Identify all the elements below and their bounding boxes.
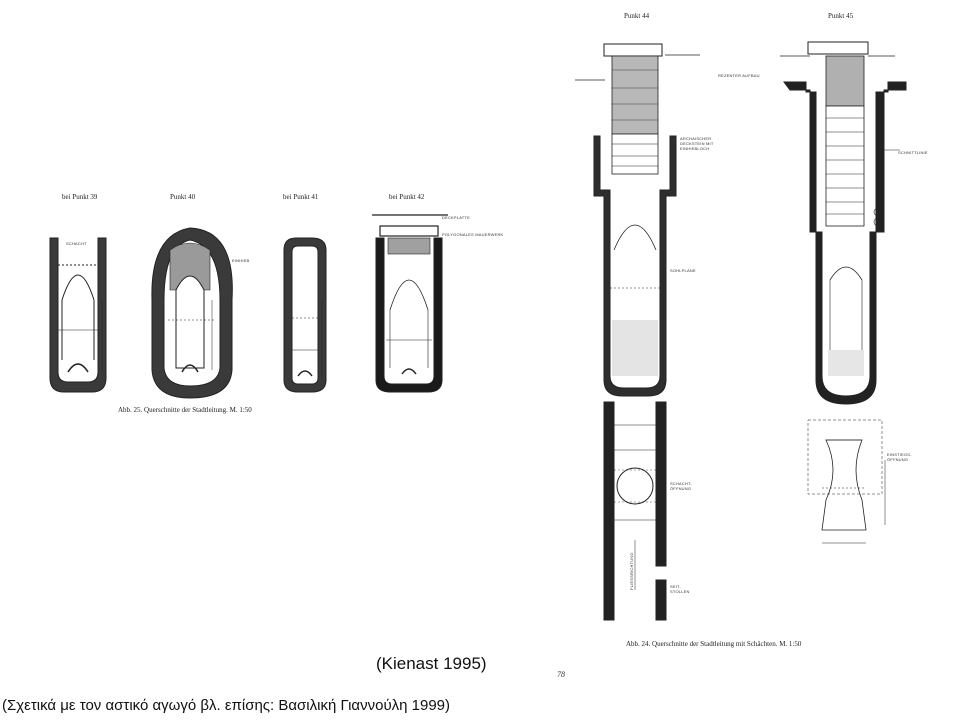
caption-figure-24: Abb. 24. Querschnitte der Stadtleitung m…: [626, 640, 802, 648]
label-einhieb: EINHIEB: [232, 258, 250, 263]
label-schacht-oeffnung: SCHACHT-ÖFFNUNG: [670, 481, 693, 491]
label-schnittlinie: SCHNITTLINIE: [898, 150, 928, 155]
title-bei-punkt-42: bei Punkt 42: [389, 193, 425, 201]
page-number: 78: [557, 670, 565, 679]
section-41-drawing: [283, 237, 327, 393]
title-punkt-45: Punkt 45: [828, 12, 854, 20]
title-punkt-40: Punkt 40: [170, 193, 196, 201]
plan-shaft-opening-drawing: [603, 401, 667, 621]
label-sohlplane: SOHLPLANE: [670, 268, 696, 273]
label-rezenter-aufbau: REZENTER AUFBAU: [718, 73, 760, 78]
section-40-drawing: [151, 227, 233, 399]
source-credit: (Kienast 1995): [376, 654, 487, 673]
title-punkt-44: Punkt 44: [624, 12, 650, 20]
label-schacht: SCHACHT: [66, 241, 87, 246]
title-bei-punkt-39: bei Punkt 39: [62, 193, 98, 201]
label-deckplatte: DECKPLATTE: [442, 215, 470, 220]
label-archaischer-deckstein: ARCHAISCHER DECKSTEIN MIT EINHIEBLOCH: [680, 136, 714, 151]
section-44-drawing: [575, 43, 700, 397]
label-fliessrichtung: FLIESSRICHTUNG: [629, 552, 634, 590]
reference-note: (Σχετικά με τον αστικό αγωγό βλ. επίσης:…: [2, 697, 451, 714]
section-39-drawing: [49, 237, 107, 393]
label-seit-stollen: SEIT-STOLLEN: [670, 584, 690, 594]
label-polygonales-mauerwerk: POLYGONALES MAUERWERK: [442, 232, 504, 237]
caption-figure-25: Abb. 25. Querschnitte der Stadtleitung. …: [118, 406, 252, 414]
label-einstiegs-oeffnung: EINSTIEGS-ÖFFNUNG: [887, 452, 912, 462]
plan-entrance-opening-drawing: [807, 419, 886, 544]
section-42-drawing: [372, 214, 448, 393]
section-45-drawing: [780, 41, 907, 405]
title-bei-punkt-41: bei Punkt 41: [283, 193, 319, 201]
